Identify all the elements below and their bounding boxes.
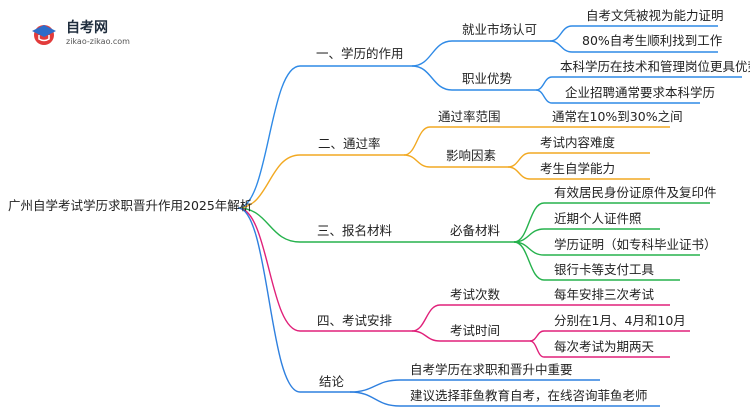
link-sched-time (411, 330, 441, 342)
logo-name: 自考网 (66, 20, 108, 36)
link-time-l2 (529, 340, 545, 358)
node-career-advantage: 职业优势 (462, 71, 513, 86)
link-factors-l1 (507, 152, 531, 168)
node-factors: 影响因素 (446, 148, 497, 163)
link-role-career (411, 65, 453, 91)
link-market-l2 (549, 40, 573, 53)
link-concl-l1 (349, 379, 401, 393)
leaf-exam-months: 分别在1月、4月和10月 (554, 313, 686, 328)
link-root-passrate (237, 154, 301, 209)
link-root-conclusion (237, 207, 301, 393)
node-market-recognition: 就业市场认可 (462, 22, 538, 37)
link-time-l1 (529, 330, 545, 342)
branch-label-role: 一、学历的作用 (316, 46, 404, 61)
leaf-self-study: 考生自学能力 (540, 161, 616, 176)
leaf-bachelor-advantage: 本科学历在技术和管理岗位更具优势 (560, 59, 750, 74)
link-root-role (237, 65, 301, 209)
link-req-l4 (513, 241, 545, 281)
branch-label-schedule: 四、考试安排 (317, 313, 393, 328)
leaf-education-proof: 学历证明（如专科毕业证书） (554, 237, 717, 252)
logo-domain: zikao-zikao.com (66, 37, 130, 46)
leaf-bank-card: 银行卡等支付工具 (554, 262, 655, 277)
link-req-l1 (513, 202, 545, 243)
leaf-exam-duration: 每次考试为期两天 (554, 339, 655, 354)
leaf-employment-rate: 80%自考生顺利找到工作 (582, 33, 723, 48)
link-factors-l2 (507, 166, 531, 180)
node-exam-time: 考试时间 (450, 323, 501, 338)
branch-label-materials: 三、报名材料 (317, 223, 393, 238)
leaf-three-exams: 每年安排三次考试 (554, 287, 655, 302)
root-node: 广州自学考试学历求职晋升作用2025年解析 (8, 198, 253, 213)
link-career-l2 (535, 89, 553, 104)
leaf-bachelor-required: 企业招聘通常要求本科学历 (565, 85, 716, 100)
leaf-id-card: 有效居民身份证原件及复印件 (554, 185, 717, 200)
link-career-l1 (535, 76, 553, 91)
link-market-l1 (549, 25, 573, 42)
leaf-passrate-value: 通常在10%到30%之间 (552, 109, 683, 124)
branch-label-passrate: 二、通过率 (318, 136, 381, 151)
leaf-exam-difficulty: 考试内容难度 (540, 135, 616, 150)
node-required-materials: 必备材料 (450, 223, 501, 238)
leaf-conclusion-2: 建议选择菲鱼教育自考，在线咨询菲鱼老师 (410, 388, 648, 403)
link-concl-l2 (349, 391, 401, 407)
leaf-conclusion-1: 自考学历在求职和晋升中重要 (410, 362, 573, 377)
link-root-schedule (237, 207, 301, 332)
link-sched-count (411, 304, 441, 332)
link-root-materials (237, 207, 301, 243)
site-logo[interactable]: 自考网 zikao-zikao.com (30, 14, 140, 50)
node-exam-count: 考试次数 (450, 287, 501, 302)
leaf-photo: 近期个人证件照 (554, 211, 642, 226)
leaf-diploma-proof: 自考文凭被视为能力证明 (586, 8, 724, 23)
link-pass-range (403, 126, 431, 156)
link-role-market (411, 40, 453, 67)
link-pass-factors (403, 154, 431, 168)
graduation-cap-icon (32, 25, 56, 45)
branch-label-conclusion: 结论 (319, 374, 345, 389)
node-passrate-range: 通过率范围 (438, 109, 501, 124)
